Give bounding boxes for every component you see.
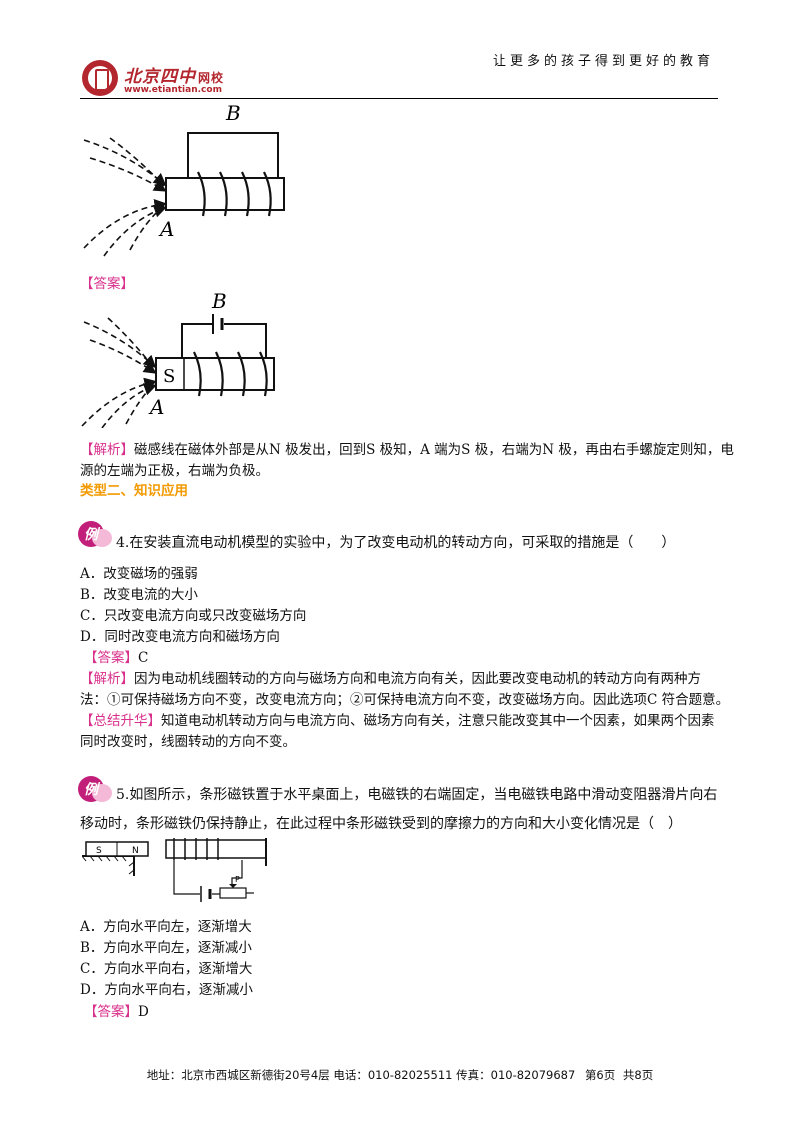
footer-page-number: 第6页 (584, 1068, 616, 1082)
rheostat-icon (219, 887, 247, 899)
q4-analysis-line-1: 【解析】因为电动机线圈转动的方向与磁场方向和电流方向有关，因此要改变电动机的转动… (80, 671, 701, 687)
analysis-1-line-1: 【解析】磁感线在磁体外部是从N 极发出，回到S 极知，A 端为S 极，右端为N … (80, 442, 734, 458)
figure-magnet-circuit: S N P (82, 838, 267, 902)
label-a-answer: A (148, 395, 164, 419)
q4-answer: 【答案】C (84, 650, 149, 666)
q4-option-a: A．改变磁场的强弱 (80, 566, 198, 582)
q5-answer: 【答案】D (84, 1004, 149, 1020)
school-logo: 北京四中网校 www.etiantian.com (80, 58, 230, 104)
example-badge-icon: 例 (78, 521, 112, 547)
q5-option-c: C．方向水平向右，逐渐增大 (80, 961, 253, 977)
q4-option-d: D．同时改变电流方向和磁场方向 (80, 629, 280, 645)
header-slogan: 让更多的孩子得到更好的教育 (492, 54, 714, 69)
electromagnet (165, 839, 267, 859)
label-n-pole: N (132, 846, 139, 856)
logo-url: www.etiantian.com (124, 85, 222, 95)
q4-analysis-line-2: 法：①可保持磁场方向不变，改变电流方向；②可保持电流方向不变，改变磁场方向。因此… (80, 692, 730, 708)
example-badge-icon: 例 (78, 776, 112, 802)
analysis-tag-1: 【解析】 (80, 442, 134, 458)
answer-tag-1: 【答案】 (80, 276, 134, 292)
q4-summary-line-1: 【总结升华】知道电动机转动方向与电流方向、磁场方向有关，注意只能改变其中一个因素… (80, 713, 715, 729)
label-slider-p: P (235, 875, 240, 884)
footer-contact: 地址：北京市西城区新德街20号4层 电话：010-82025511 传真：010… (146, 1068, 576, 1082)
question-5-stem-line-2: 移动时，条形磁铁仍保持静止，在此过程中条形磁铁受到的摩擦力的方向和大小变化情况是… (80, 816, 682, 832)
header-divider (80, 98, 718, 99)
q4-option-c: C．只改变电流方向或只改变磁场方向 (80, 608, 307, 624)
figure-solenoid-answer: B S A (81, 289, 275, 428)
label-a: A (158, 217, 174, 241)
figure-solenoid-question: B A (83, 101, 285, 257)
q4-summary-line-2: 同时改变时，线圈转动的方向不变。 (80, 734, 296, 750)
label-s: S (163, 366, 175, 387)
logo-name: 北京四中 (124, 67, 196, 87)
q5-option-d: D．方向水平向右，逐渐减小 (80, 982, 253, 998)
question-5-stem-line-1: 5.如图所示，条形磁铁置于水平桌面上，电磁铁的右端固定，当电磁铁电路中滑动变阻器… (116, 787, 718, 803)
analysis-1-line-2: 源的左端为正极，右端为负极。 (80, 463, 269, 479)
label-b-answer: B (211, 289, 227, 313)
question-4-stem: 4.在安装直流电动机模型的实验中，为了改变电动机的转动方向，可采取的措施是（ ） (116, 535, 676, 551)
q4-option-b: B．改变电流的大小 (80, 587, 198, 603)
footer-page-total: 共8页 (622, 1068, 654, 1082)
section-heading: 类型二、知识应用 (80, 483, 188, 499)
label-s-pole: S (96, 846, 102, 856)
page-footer: 地址：北京市西城区新德街20号4层 电话：010-82025511 传真：010… (0, 1067, 800, 1083)
q5-option-a: A．方向水平向左，逐渐增大 (80, 919, 252, 935)
label-b: B (225, 101, 241, 125)
q5-option-b: B．方向水平向左，逐渐减小 (80, 940, 252, 956)
logo-suffix: 网校 (198, 71, 225, 85)
